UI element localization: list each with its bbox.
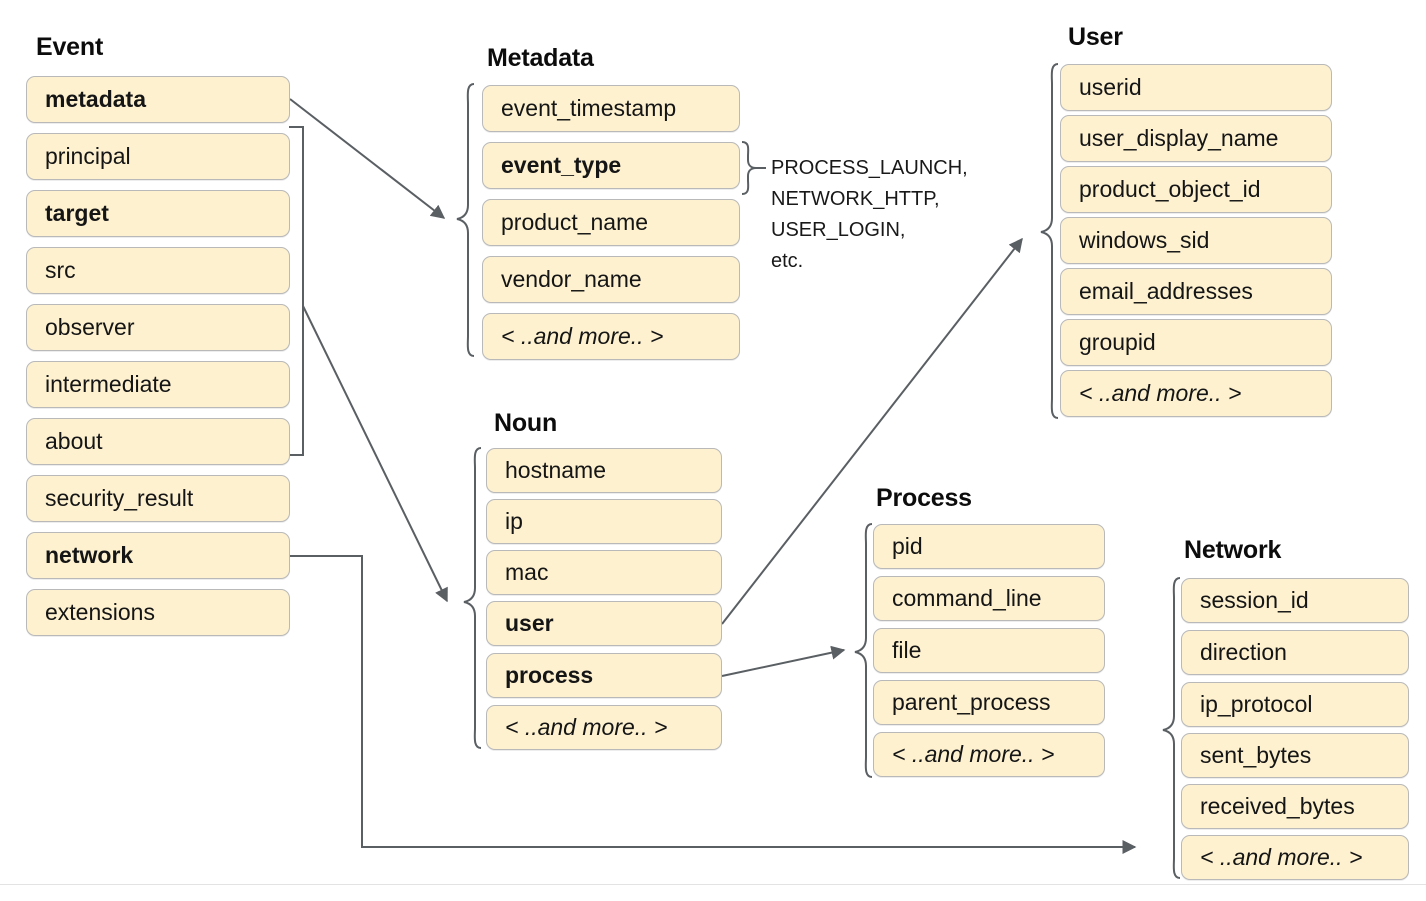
field-event-src[interactable]: src [26, 247, 290, 294]
field-noun-ip[interactable]: ip [486, 499, 722, 544]
field-event-security-result[interactable]: security_result [26, 475, 290, 522]
field-metadata-vendor-name[interactable]: vendor_name [482, 256, 740, 303]
link-event-metadata [289, 98, 446, 219]
field-user-user-display-name[interactable]: user_display_name [1060, 115, 1332, 162]
field-event-principal[interactable]: principal [26, 133, 290, 180]
field-noun-mac[interactable]: mac [486, 550, 722, 595]
field-process-pid[interactable]: pid [873, 524, 1105, 569]
field-event-metadata[interactable]: metadata [26, 76, 290, 123]
field-event-intermediate[interactable]: intermediate [26, 361, 290, 408]
field-event-network[interactable]: network [26, 532, 290, 579]
field-event-target[interactable]: target [26, 190, 290, 237]
field-noun-process[interactable]: process [486, 653, 722, 698]
field-user-userid[interactable]: userid [1060, 64, 1332, 111]
field-process-command-line[interactable]: command_line [873, 576, 1105, 621]
group-title-event: Event [36, 33, 104, 61]
field-user-product-object-id[interactable]: product_object_id [1060, 166, 1332, 213]
field-network-direction[interactable]: direction [1181, 630, 1409, 675]
field-noun-hostname[interactable]: hostname [486, 448, 722, 493]
footer-divider [0, 884, 1426, 885]
field-user-groupid[interactable]: groupid [1060, 319, 1332, 366]
field-network-sent-bytes[interactable]: sent_bytes [1181, 733, 1409, 778]
field-network-and-more[interactable]: < ..and more.. > [1181, 835, 1409, 880]
field-user-email-addresses[interactable]: email_addresses [1060, 268, 1332, 315]
field-metadata-event-timestamp[interactable]: event_timestamp [482, 85, 740, 132]
field-network-ip-protocol[interactable]: ip_protocol [1181, 682, 1409, 727]
group-title-user: User [1068, 23, 1123, 51]
link-event-noun [302, 305, 448, 603]
annotation-event-type-values: PROCESS_LAUNCH, NETWORK_HTTP, USER_LOGIN… [771, 157, 968, 272]
field-metadata-event-type[interactable]: event_type [482, 142, 740, 189]
group-title-metadata: Metadata [487, 44, 594, 72]
field-process-and-more[interactable]: < ..and more.. > [873, 732, 1105, 777]
brace-user [1040, 63, 1059, 419]
brace-process [854, 523, 873, 778]
group-title-process: Process [876, 484, 972, 512]
field-user-windows-sid[interactable]: windows_sid [1060, 217, 1332, 264]
field-process-parent-process[interactable]: parent_process [873, 680, 1105, 725]
group-title-network: Network [1184, 536, 1282, 564]
field-event-about[interactable]: about [26, 418, 290, 465]
field-noun-and-more[interactable]: < ..and more.. > [486, 705, 722, 750]
field-network-session-id[interactable]: session_id [1181, 578, 1409, 623]
bracket-event-nouns [289, 126, 304, 456]
link-noun-process [721, 645, 846, 677]
group-title-noun: Noun [494, 409, 558, 437]
field-event-observer[interactable]: observer [26, 304, 290, 351]
brace-event-type-values [741, 141, 766, 195]
field-user-and-more[interactable]: < ..and more.. > [1060, 370, 1332, 417]
brace-metadata [456, 83, 475, 357]
field-metadata-and-more[interactable]: < ..and more.. > [482, 313, 740, 360]
field-event-extensions[interactable]: extensions [26, 589, 290, 636]
field-noun-user[interactable]: user [486, 601, 722, 646]
field-process-file[interactable]: file [873, 628, 1105, 673]
field-metadata-product-name[interactable]: product_name [482, 199, 740, 246]
brace-noun [463, 447, 482, 749]
brace-network [1162, 577, 1181, 879]
field-network-received-bytes[interactable]: received_bytes [1181, 784, 1409, 829]
